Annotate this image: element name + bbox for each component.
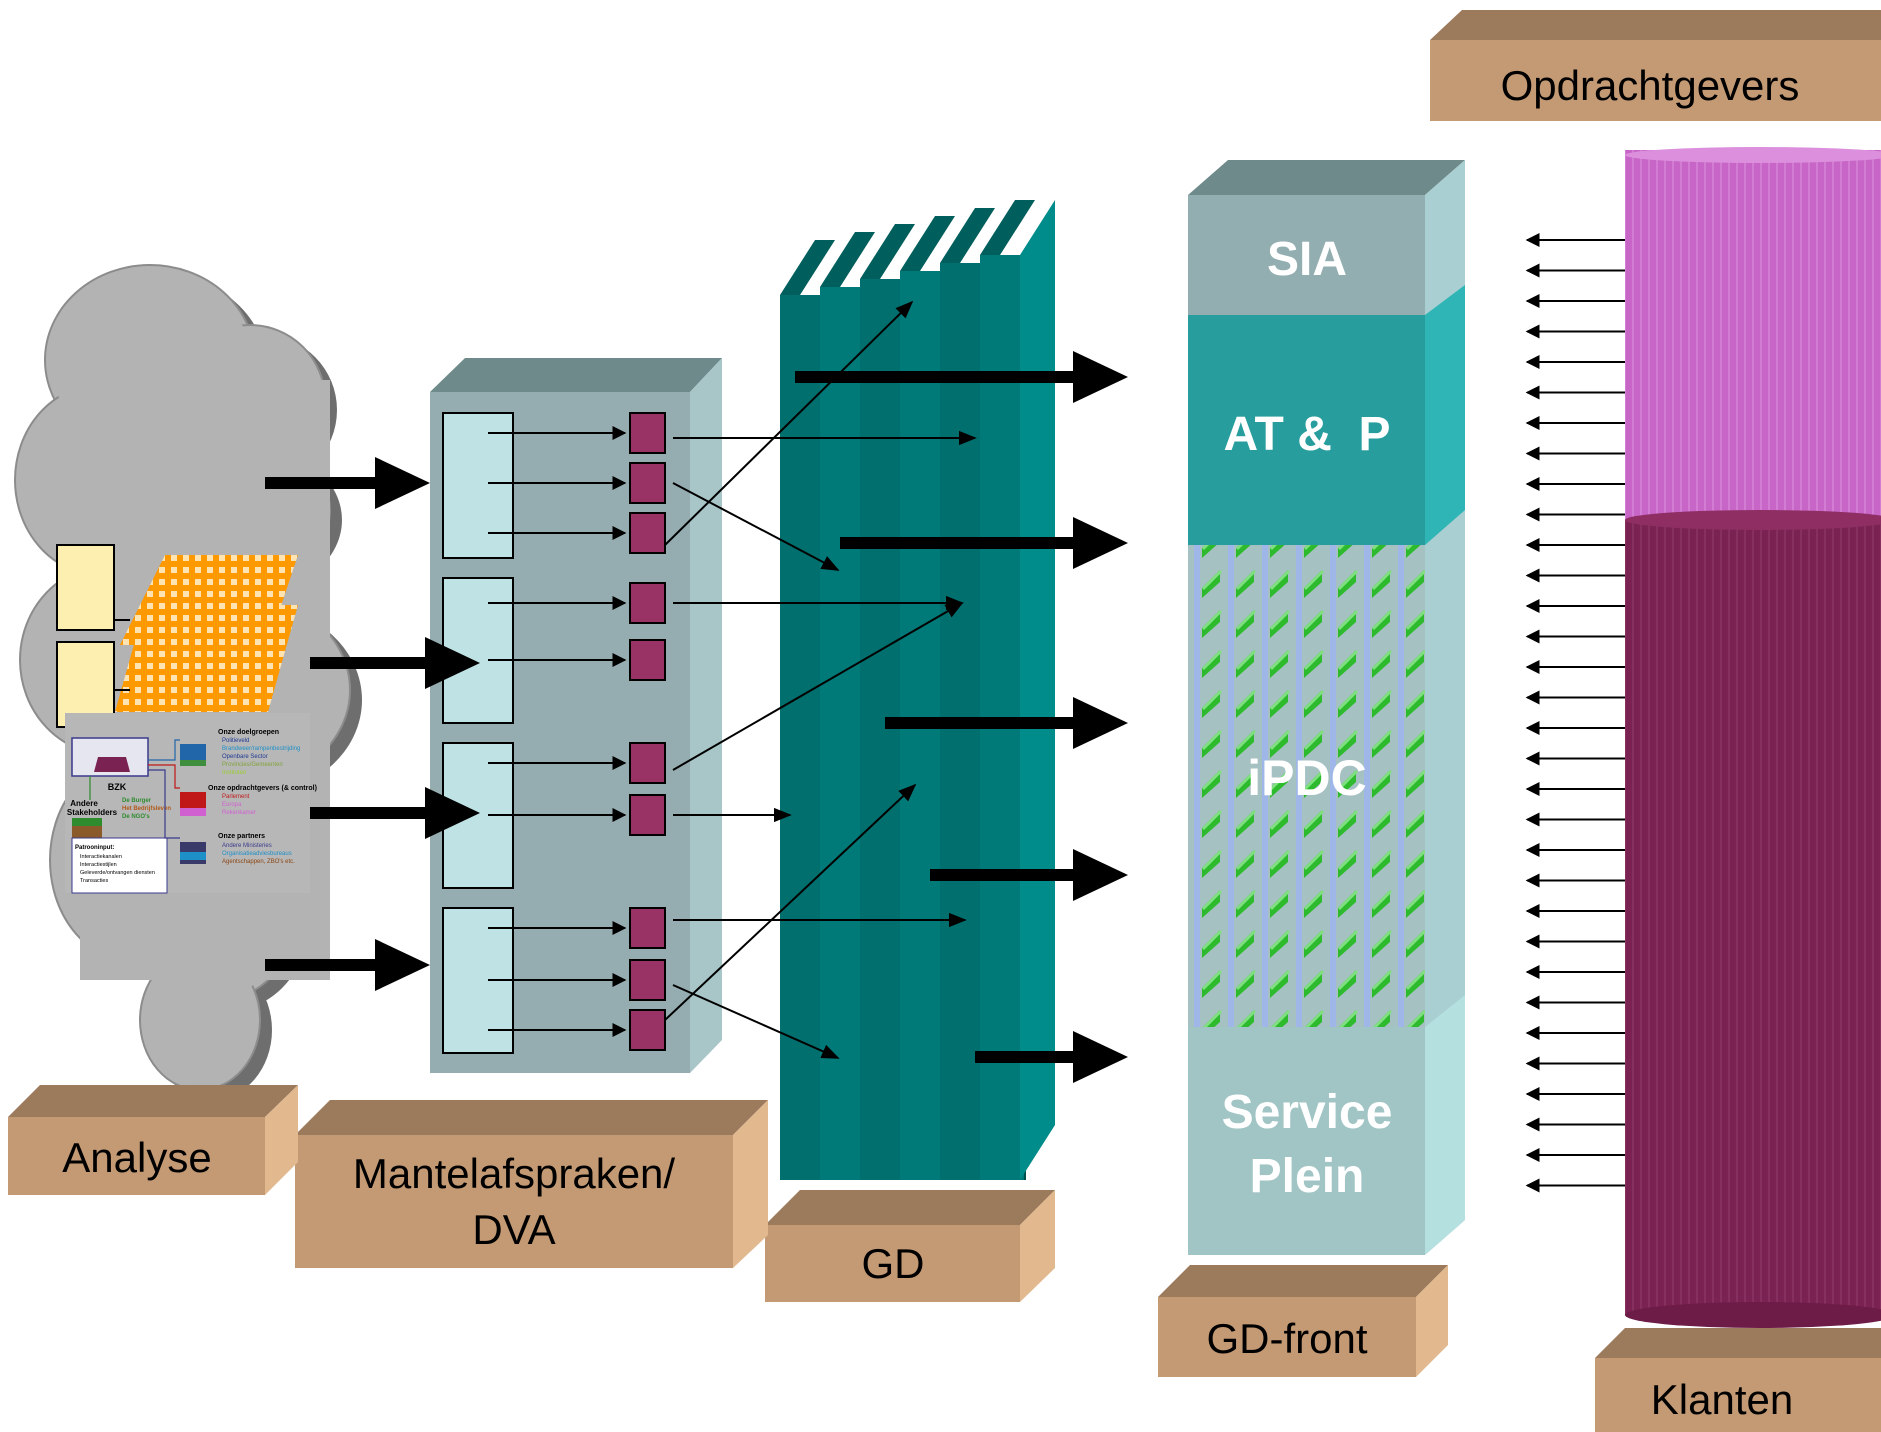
atp-label: AT & P [1223,408,1390,461]
doelgroep-2: Brandweer/rampenbestrijding [222,746,300,752]
opdrachtgever-1: Parlement [222,794,250,800]
dva-node [629,639,666,681]
opdrachtgever-3: Rekenkamer [222,810,256,816]
sia-section [1188,195,1425,315]
thick-arrow-head [1073,517,1128,569]
thick-arrow-head [1073,697,1128,749]
doelgroep-5: Instituten [222,770,246,776]
gd-panel-side [1020,200,1055,1180]
klanten-cylinder [1625,147,1881,1328]
mantelafspraken-label-line1: Mantelafspraken/ [353,1150,676,1197]
gd-panel-top [940,208,995,263]
opdrachtgevers-label: Opdrachtgevers [1501,62,1800,109]
partner-1: Andere Ministeries [222,843,272,849]
ipdc-label: iPDC [1247,750,1366,806]
gd-panels [780,200,1055,1180]
thin-arrow [664,783,917,1021]
andere-label-2: Stakeholders [67,808,118,817]
patroon-1: Interactiekanalen [80,854,122,860]
gd-panel [860,279,905,1180]
dva-group-box [442,412,514,559]
gd-panel-top [900,216,955,271]
yellow-box-1 [56,544,115,631]
gd-label: GD [862,1240,925,1287]
opdrachtgevers-cylinder [1625,150,1881,520]
dva-node [629,582,666,624]
doelgroep-4: Provincies/Gemeenten [222,762,283,768]
patroon-4: Transacties [80,878,108,884]
yellow-box-2 [56,641,115,728]
dva-node [629,412,666,454]
gd-label-box: GD [765,1190,1055,1302]
cylinder-arrows [1525,233,1625,1193]
service-label-line2: Plein [1250,1150,1365,1203]
andere-label-1: Andere [70,799,98,808]
patroon-3: Geleverde/ontvangen diensten [80,870,155,876]
thick-arrow-head [1073,351,1128,403]
thin-arrow [672,602,964,771]
dva-node [629,794,666,836]
thick-arrow-head [375,457,430,509]
flow-arrows [265,300,1128,1083]
thick-arrow-head [425,637,480,689]
mantelafspraken-label-line2: DVA [472,1206,555,1253]
burger-item-2: Het Bedrijfsleven [122,806,171,812]
gd-panel [780,295,825,1180]
thick-arrow-head [1073,849,1128,901]
thin-arrow [672,984,840,1059]
dva-node [629,959,666,1001]
analyse-label: Analyse [62,1134,211,1181]
atp-section [1188,315,1425,545]
dva-node [629,907,666,949]
orange-grid-2 [115,605,298,712]
service-plein-section [1188,1027,1425,1255]
gd-panel-top [820,232,875,287]
dva-node [629,462,666,504]
service-label-line1: Service [1222,1086,1393,1139]
ipdc-section [1188,545,1425,1027]
gd-panel-top [780,240,835,295]
thick-arrow-head [425,787,480,839]
klanten-label-box: Klanten [1595,1328,1881,1432]
patroon-2: Interactiestijlen [80,862,117,868]
burger-item-1: De Burger [122,798,152,804]
analyse-label-box: Analyse [8,1085,298,1195]
doelgroep-1: Politieveld [222,738,249,744]
patroon-title: Patrooninput: [75,845,114,851]
gd-front-label: GD-front [1206,1315,1367,1362]
klanten-label: Klanten [1651,1376,1793,1423]
mantelafspraken-label-box: Mantelafspraken/ DVA [295,1100,768,1268]
opdrachtgevers-label-box: Opdrachtgevers [1430,10,1881,121]
thin-arrow [672,482,840,571]
gd-panel-top [980,200,1035,255]
sia-label: SIA [1267,233,1347,286]
analyse-cloud: BZK Andere Stakeholders De Burger Het Be… [14,264,362,1100]
opdrachtgever-2: Europa [222,802,242,808]
stakeholder-inset: BZK Andere Stakeholders De Burger Het Be… [65,713,317,894]
dva-node [629,512,666,554]
doelgroep-3: Openbare Sector [222,754,268,760]
partners-title: Onze partners [218,833,265,840]
thick-arrow-head [375,939,430,991]
gd-panel-top [860,224,915,279]
thin-arrow [664,300,914,546]
thick-arrow-head [1073,1031,1128,1083]
gd-front-label-box: GD-front [1158,1265,1448,1377]
gd-front-column: SIA AT & P iPDC Service Plein [1188,160,1465,1255]
dva-groups [442,412,666,1054]
partner-2: Organisatieadviesbureaus [222,851,292,857]
doelgroepen-title: Onze doelgroepen [218,729,279,736]
dva-node [629,742,666,784]
bzk-label: BZK [108,782,127,792]
opdrachtgevers-title: Onze opdrachtgevers (& control) [208,785,317,792]
gd-panel [820,287,865,1180]
dva-node [629,1009,666,1051]
burger-item-3: De NGO's [122,814,150,820]
partner-3: Agentschappen, ZBO's etc. [222,859,295,865]
